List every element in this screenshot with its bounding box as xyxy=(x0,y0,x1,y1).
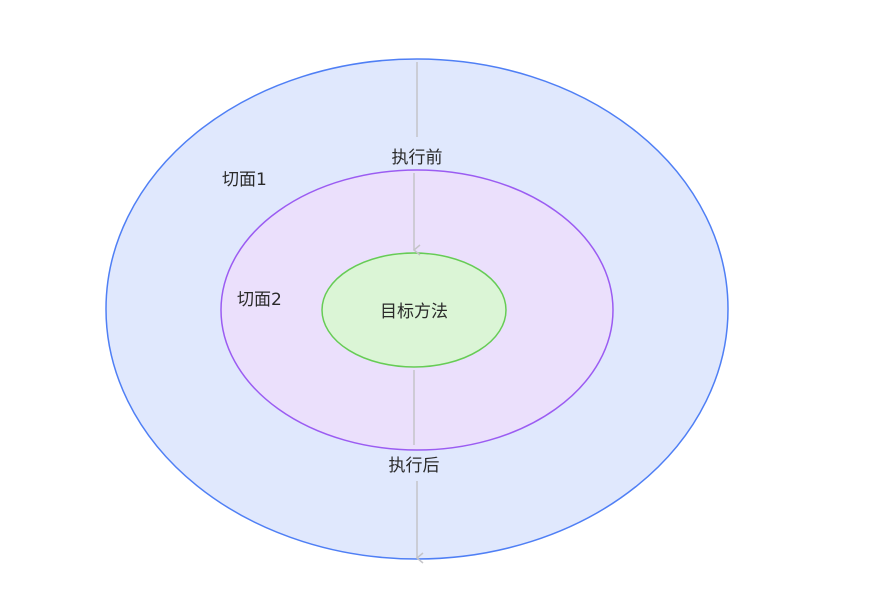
target-method-label: 目标方法 xyxy=(380,302,448,322)
aspect-1-label: 切面1 xyxy=(222,170,267,190)
after-label: 执行后 xyxy=(389,456,440,476)
aspect-2-label: 切面2 xyxy=(237,290,282,310)
before-label: 执行前 xyxy=(392,148,443,168)
